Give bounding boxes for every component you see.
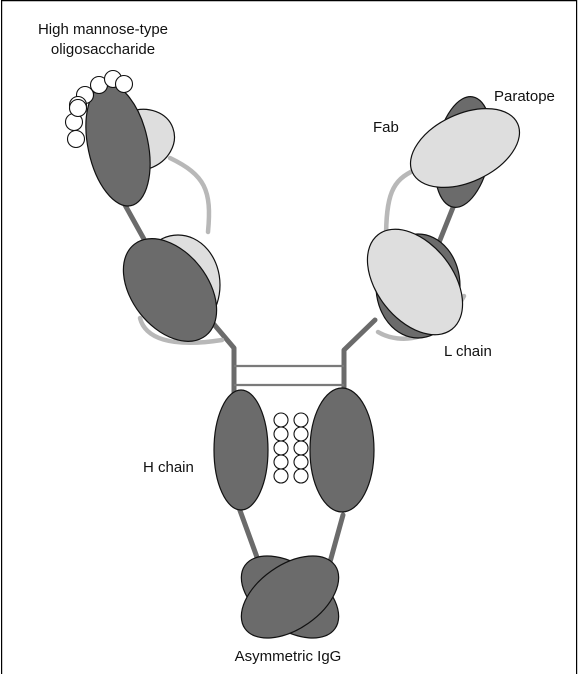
fc-glycans — [274, 413, 308, 483]
l-chain-label: L chain — [444, 343, 492, 360]
oligosaccharide-label-line2: oligosaccharide — [51, 41, 155, 58]
left-ch2-domain — [214, 390, 268, 510]
oligosaccharide-label-line1: High mannose-type — [38, 21, 168, 38]
ch3-domain-b — [227, 539, 354, 655]
hinge-disulfide-bonds — [234, 366, 344, 385]
h-chain-label: H chain — [143, 459, 194, 476]
paratope-label: Paratope — [494, 88, 555, 105]
fab-label: Fab — [373, 119, 399, 136]
right-ch2-domain — [310, 388, 374, 512]
figure-caption: Asymmetric IgG — [235, 648, 342, 665]
fc-region — [214, 388, 374, 655]
left-fab — [76, 78, 236, 359]
